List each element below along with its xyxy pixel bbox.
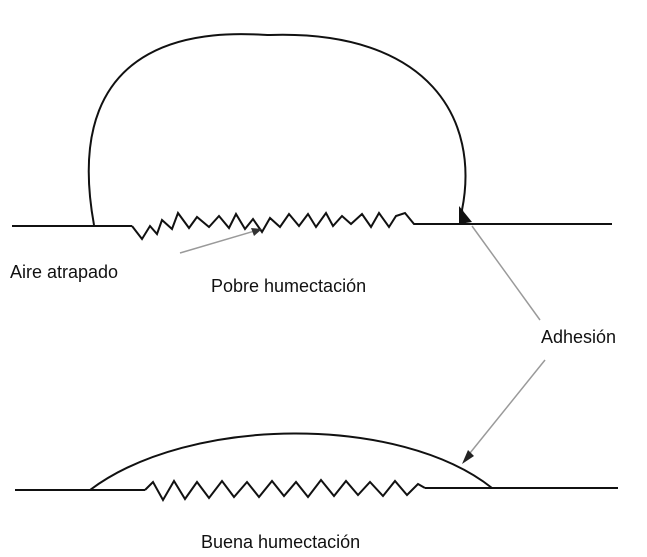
trapped-air-pointer — [180, 230, 258, 253]
poor-wetting-label: Pobre humectación — [211, 277, 366, 295]
contact-point-marker — [459, 206, 472, 224]
substrate-line-bottom — [15, 488, 618, 490]
droplet-outline-bottom — [90, 433, 492, 490]
trapped-air-arrowhead — [251, 228, 262, 236]
rough-interface-bottom — [145, 480, 425, 500]
adhesion-pointer-bottom — [466, 360, 545, 458]
adhesion-pointers — [462, 226, 545, 464]
substrate-line-top — [12, 224, 612, 226]
poor-wetting-pointers — [180, 228, 262, 253]
droplet-outline-top — [89, 34, 466, 225]
adhesion-pointer-top — [472, 226, 540, 320]
adhesion-label: Adhesión — [541, 328, 616, 346]
rough-interface-top — [132, 213, 425, 239]
good-wetting-figure — [15, 433, 618, 500]
adhesion-arrowhead — [462, 450, 474, 464]
good-wetting-label: Buena humectación — [201, 533, 360, 551]
trapped-air-label: Aire atrapado — [10, 263, 118, 281]
poor-wetting-figure — [12, 34, 612, 239]
